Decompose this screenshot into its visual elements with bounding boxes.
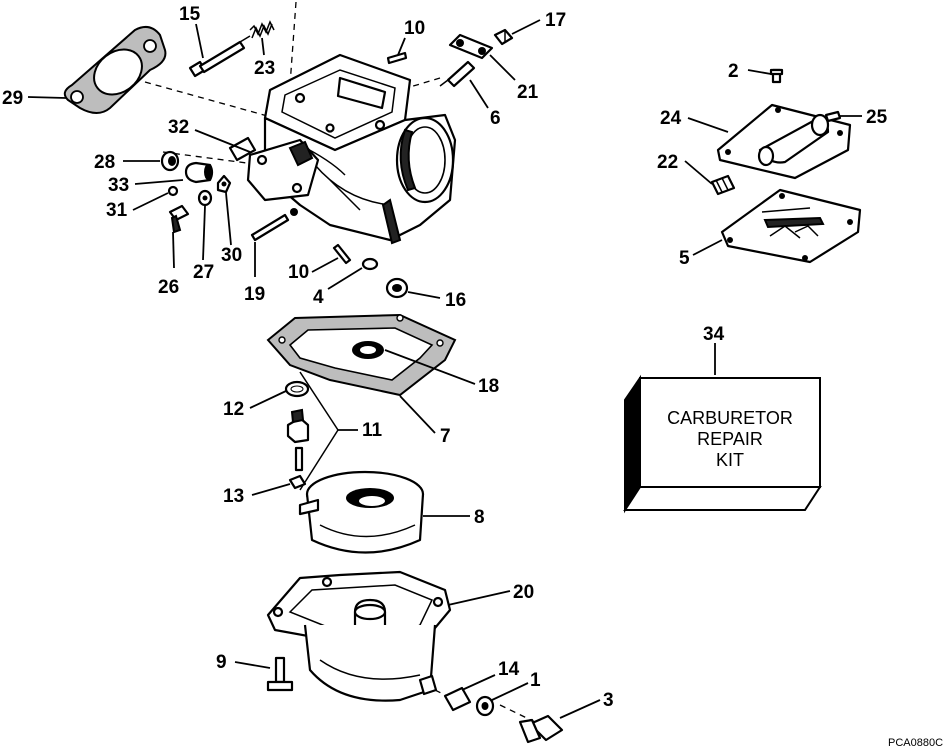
callout-28: 28 (94, 152, 115, 173)
part-22-screw (710, 174, 736, 196)
callout-33: 33 (108, 175, 129, 196)
callout-30: 30 (221, 245, 242, 266)
callout-31: 31 (106, 200, 128, 221)
part-19-pin (250, 208, 298, 242)
callout-8: 8 (474, 507, 485, 528)
callout-32: 32 (168, 117, 189, 138)
callout-12: 12 (223, 399, 244, 420)
callout-22: 22 (657, 152, 678, 173)
callout-13: 13 (223, 486, 244, 507)
callout-20: 20 (513, 582, 534, 603)
part-12-gasket-ring (284, 380, 310, 398)
leader-lines (27, 19, 862, 719)
part-18-seal-ring (352, 341, 384, 359)
part-27-washer (197, 189, 213, 207)
part-28-nut (160, 150, 180, 172)
carburetor-body (263, 53, 457, 245)
part-5-diaphragm (720, 188, 862, 264)
part-11-float-pin (299, 371, 339, 491)
part-1-washer (475, 695, 495, 717)
part-4-ball (361, 257, 379, 271)
callout-5: 5 (679, 248, 690, 269)
callout-14: 14 (498, 659, 520, 680)
callout-10-upper: 10 (404, 18, 425, 39)
callout-17: 17 (545, 10, 566, 31)
part-24-pump-cover (716, 103, 852, 180)
inlet-needle-seat (286, 408, 310, 444)
callout-10-lower: 10 (288, 262, 309, 283)
figure-code: PCA0880C (888, 737, 943, 749)
part-2-screw (769, 68, 784, 84)
callout-23: 23 (254, 58, 275, 79)
part-3-drain-plug (518, 714, 564, 744)
callout-27: 27 (193, 262, 214, 283)
callout-11: 11 (362, 420, 383, 441)
callout-16: 16 (445, 290, 466, 311)
callout-25: 25 (866, 107, 888, 128)
callout-24: 24 (660, 108, 682, 129)
callout-19: 19 (244, 284, 265, 305)
part-10-lower-pin (332, 243, 352, 265)
part-21-retainer-plate (448, 33, 494, 60)
part-26-plug (168, 204, 190, 234)
throttle-lever (228, 136, 320, 202)
part-14-jet (443, 686, 472, 712)
callout-2: 2 (728, 61, 739, 82)
part-34-repair-kit-box: CARBURETOR REPAIR KIT (623, 374, 822, 514)
callout-26: 26 (158, 277, 179, 298)
part-8-float (298, 470, 425, 554)
callout-34: 34 (703, 324, 725, 345)
callout-labels: 15 23 10 17 21 6 29 32 28 33 31 26 27 30… (2, 4, 888, 711)
part-13-inlet-needle (288, 446, 307, 490)
callout-3: 3 (603, 690, 614, 711)
kit-label-line2: REPAIR (697, 429, 763, 449)
callout-4: 4 (313, 287, 324, 308)
part-20-float-bowl (266, 570, 452, 702)
callout-1: 1 (530, 670, 541, 691)
callout-6: 6 (490, 108, 501, 129)
part-25-fitting (824, 110, 842, 123)
kit-label-line1: CARBURETOR (667, 408, 793, 428)
part-10-upper-pin (386, 51, 408, 65)
callout-29: 29 (2, 88, 23, 109)
callout-15: 15 (179, 4, 201, 25)
part-31-ball (167, 185, 179, 197)
part-23-spring (249, 20, 275, 39)
callout-18: 18 (478, 376, 499, 397)
part-30-lockwasher (216, 174, 232, 194)
callout-21: 21 (517, 82, 539, 103)
callout-7: 7 (440, 426, 451, 447)
part-16-plug (385, 277, 409, 299)
part-29-flange-gasket (63, 25, 167, 114)
part-9-screw (266, 656, 294, 692)
callout-9: 9 (216, 652, 227, 673)
part-6-needle (439, 60, 476, 88)
part-33-bushing (184, 161, 214, 184)
kit-label-line3: KIT (716, 450, 744, 470)
part-15-idle-screw (188, 35, 251, 78)
part-17-screw (493, 28, 514, 46)
